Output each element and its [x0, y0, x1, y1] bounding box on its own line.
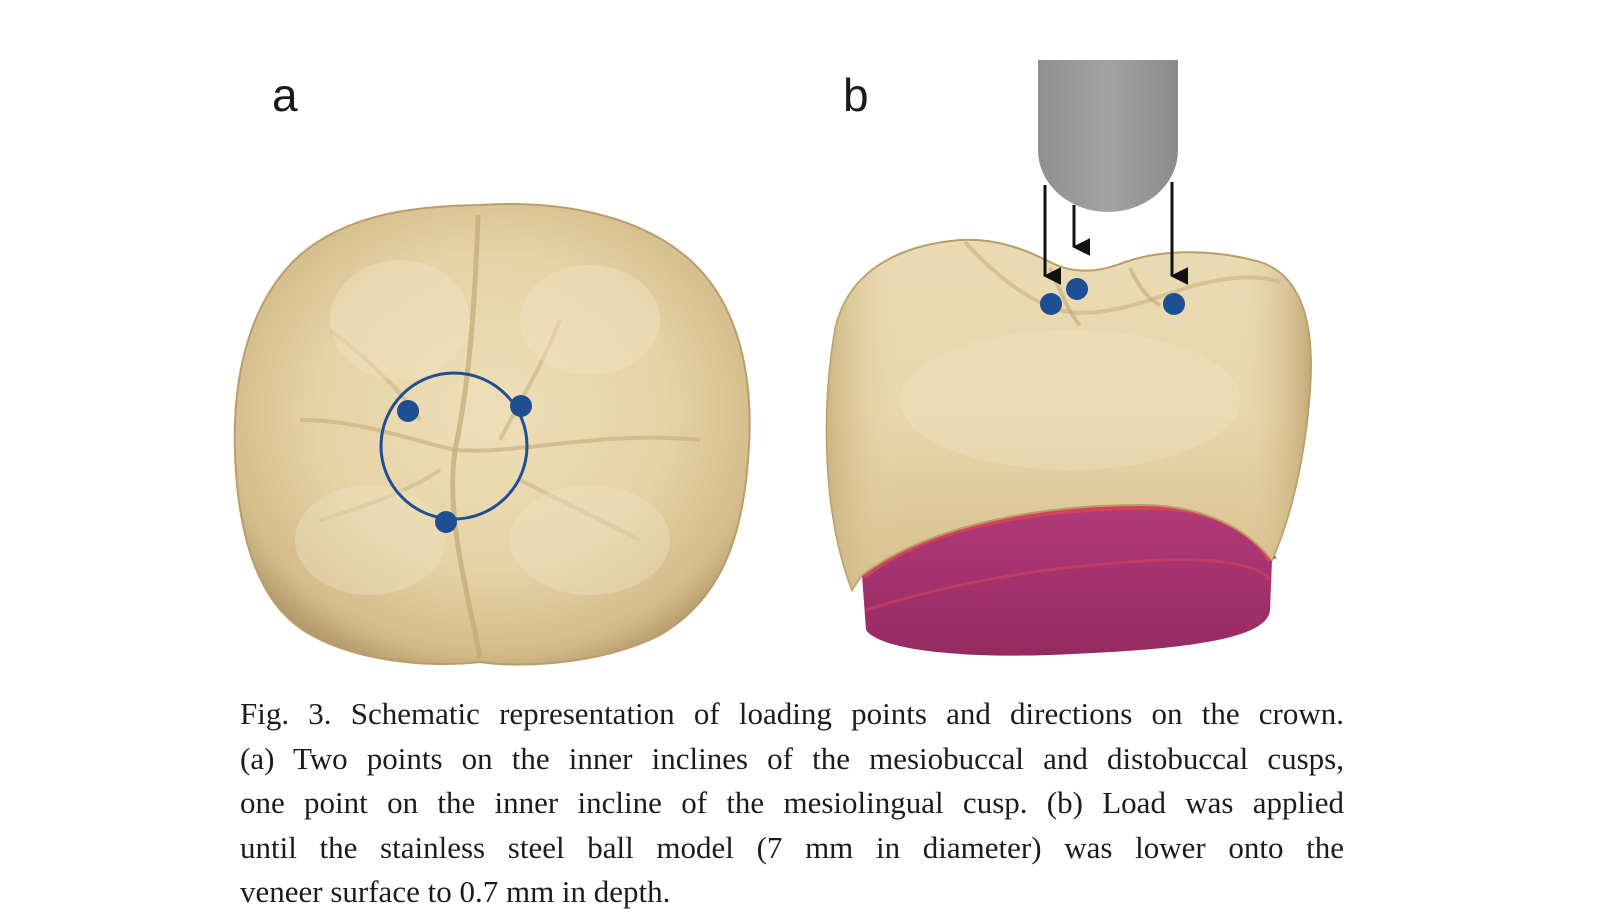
panel-label-a: a	[272, 69, 298, 121]
figure-caption: Fig. 3. Schematic representation of load…	[240, 692, 1344, 915]
loading-point-distobuccal	[510, 395, 532, 417]
panel-b-tooth	[825, 238, 1312, 656]
indenter-ball	[1038, 60, 1178, 212]
loading-point-mesiolingual	[435, 511, 457, 533]
panel-label-b: b	[843, 69, 869, 121]
loading-point-mesiobuccal	[397, 400, 419, 422]
panel-a-tooth	[233, 203, 751, 666]
loading-circle-a	[379, 371, 532, 533]
caption-line: until the stainless steel ball model (7 …	[240, 829, 1344, 865]
caption-line: one point on the inner incline of the me…	[240, 785, 1344, 820]
caption-line: veneer surface to 0.7 mm in depth.	[240, 874, 671, 909]
caption-line: (a) Two points on the inner inclines of …	[240, 740, 1344, 776]
load-direction-arrows	[1043, 182, 1189, 285]
caption-line: Fig. 3. Schematic representation of load…	[240, 696, 1344, 731]
loading-points-b	[1040, 278, 1185, 315]
